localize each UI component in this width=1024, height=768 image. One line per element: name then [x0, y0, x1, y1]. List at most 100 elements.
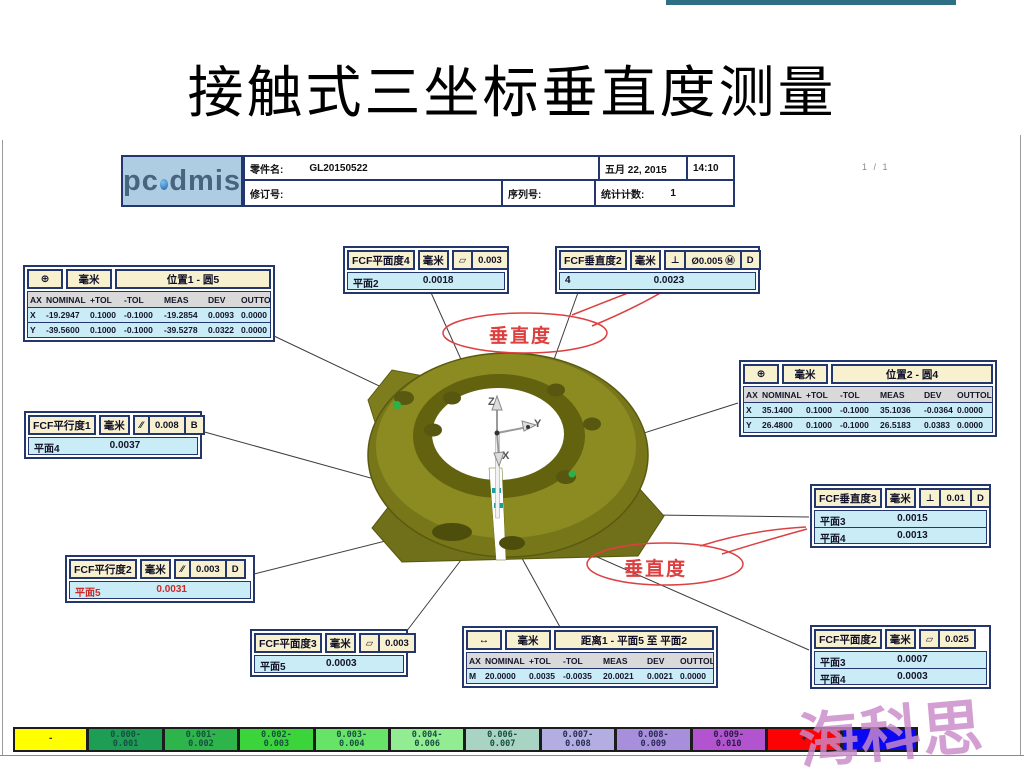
cell: -19.2947 [46, 310, 80, 320]
cell: 35.1400 [762, 405, 793, 415]
tolerance-frame: ▱ 0.025 [918, 629, 976, 649]
scale-label: 0.008 [565, 738, 591, 749]
feature-name: 平面3 [820, 516, 846, 528]
cell: 20.0021 [603, 671, 634, 681]
cell: 0.1000 [90, 310, 116, 320]
scale-segment: 0.006-0.007 [465, 727, 541, 752]
col-header: AX [30, 294, 42, 305]
scale-label: 0.002 [188, 738, 214, 749]
scale-segment: 0.009-0.010 [691, 727, 767, 752]
stat-count-cell: 统计计数: 1 [596, 181, 733, 205]
flatness-symbol-icon: ▱ [921, 631, 941, 647]
measured-value: 0.0003 [897, 670, 928, 682]
scale-label: 0.004- [411, 729, 443, 740]
serial-cell: 序列号: [503, 181, 596, 205]
report-header-table: 零件名: GL20150522 五月 22, 2015 14:10 修订号: 序… [243, 155, 735, 207]
cell: 0.1000 [90, 325, 116, 335]
tolerance-value: 0.003 [385, 637, 409, 649]
revision-label: 修订号: [250, 189, 284, 201]
scale-label: 0.000- [110, 729, 141, 740]
cell: -0.1000 [840, 420, 869, 430]
fcf-name: FCF平行度1 [28, 415, 96, 435]
date-cell: 五月 22, 2015 [600, 157, 688, 179]
col-header: MEAS [603, 655, 628, 666]
tolerance-value: Ø0.005 Ⓜ [686, 252, 742, 268]
scale-label: - [48, 734, 54, 744]
feature-name: 平面4 [820, 674, 846, 686]
table-row: 平面4 0.0037 [29, 438, 197, 455]
table-row: Y -39.5600 0.1000 -0.1000 -39.5278 0.032… [28, 322, 270, 337]
tolerance-value: 0.008 [150, 417, 186, 433]
tolerance-frame: ∕∕ 0.008 B [132, 415, 205, 435]
table-row: 4 0.0023 [560, 273, 755, 289]
measured-value: 0.0031 [156, 583, 187, 595]
deviation-color-scale: - 0.000-0.001 0.001-0.002 0.002-0.003 0.… [13, 727, 918, 752]
feature-name: 平面5 [260, 661, 286, 673]
col-header: AX [469, 655, 481, 666]
cell: -0.1000 [124, 310, 153, 320]
cad-model [367, 352, 665, 563]
parallelism-symbol-icon: ∕∕ [176, 561, 191, 577]
unit-label: 毫米 [884, 488, 916, 508]
stat-count-value: 1 [670, 187, 676, 199]
datum-reference: D [231, 563, 239, 575]
cell: 0.0322 [208, 325, 234, 335]
cell: 0.0035 [529, 671, 555, 681]
unit-label: 毫米 [505, 630, 551, 650]
cell: 0.0093 [208, 310, 234, 320]
feature-name: 4 [565, 274, 571, 286]
col-header: OUTTOL [957, 389, 992, 400]
time-value: 14:10 [693, 162, 719, 174]
cell: Y [746, 420, 752, 430]
col-header: NOMINAL [46, 294, 86, 305]
table-row: 平面5 0.0003 [255, 656, 403, 673]
page-indicator: 1 / 1 [862, 162, 890, 172]
measured-value: 0.0015 [897, 512, 928, 524]
position-table-1: ⊕ 毫米 位置1 - 圆5 AX NOMINAL +TOL -TOL MEAS … [23, 265, 275, 342]
table-title: 位置2 - 圆4 [831, 364, 993, 384]
cell: 0.1000 [806, 420, 832, 430]
callout-perpendicularity-1: 垂直度 [489, 326, 553, 347]
col-header: +TOL [90, 294, 112, 305]
unit-label: 毫米 [884, 629, 916, 649]
measured-value: 0.0003 [326, 657, 357, 669]
unit-label: 毫米 [98, 415, 130, 435]
scale-segment [842, 727, 918, 752]
scale-segment: 0.004-0.006 [389, 727, 466, 752]
revision-cell: 修订号: [245, 181, 503, 205]
table-row: 平面4 0.0003 [815, 668, 986, 686]
fcf-flatness-3-table: FCF平面度3 毫米 ▱ 0.003 平面5 0.0003 [250, 629, 416, 677]
tolerance-frame: ▱ 0.003 [451, 250, 509, 270]
tolerance-value: 0.003 [191, 561, 227, 577]
col-header: NOMINAL [762, 389, 802, 400]
scale-segment: - [13, 727, 89, 752]
col-header: -TOL [124, 294, 144, 305]
report-frame-left [2, 140, 3, 755]
cell: X [30, 310, 36, 320]
stat-count-label: 统计计数: [601, 189, 645, 201]
perpendicularity-symbol-icon: ⊥ [921, 490, 942, 506]
time-cell: 14:10 [688, 157, 733, 179]
tolerance-value: 0.003 [478, 254, 502, 266]
cell: 0.0000 [241, 310, 267, 320]
col-header: DEV [647, 655, 665, 666]
part-name-label: 零件名: [250, 164, 284, 176]
scale-label: 0.001 [112, 738, 139, 749]
unit-label: 毫米 [66, 269, 112, 289]
fcf-flatness-4-table: FCF平面度4 毫米 ▱ 0.003 平面2 0.0018 [343, 246, 509, 294]
measured-value: 0.0013 [897, 529, 928, 541]
report-frame-right [1020, 135, 1021, 755]
scale-label: 0.006 [414, 738, 440, 749]
unit-label: 毫米 [324, 633, 356, 653]
scale-label: 0.008- [637, 729, 669, 740]
datum-reference: D [746, 254, 754, 266]
scale-label: + [801, 734, 807, 744]
unit-label: 毫米 [139, 559, 171, 579]
fcf-name: FCF平面度4 [347, 250, 415, 270]
measured-value: 0.0018 [422, 274, 454, 286]
cell: 0.0000 [680, 671, 706, 681]
scale-segment: 0.000-0.001 [88, 727, 164, 752]
flatness-symbol-icon: ▱ [454, 252, 474, 268]
